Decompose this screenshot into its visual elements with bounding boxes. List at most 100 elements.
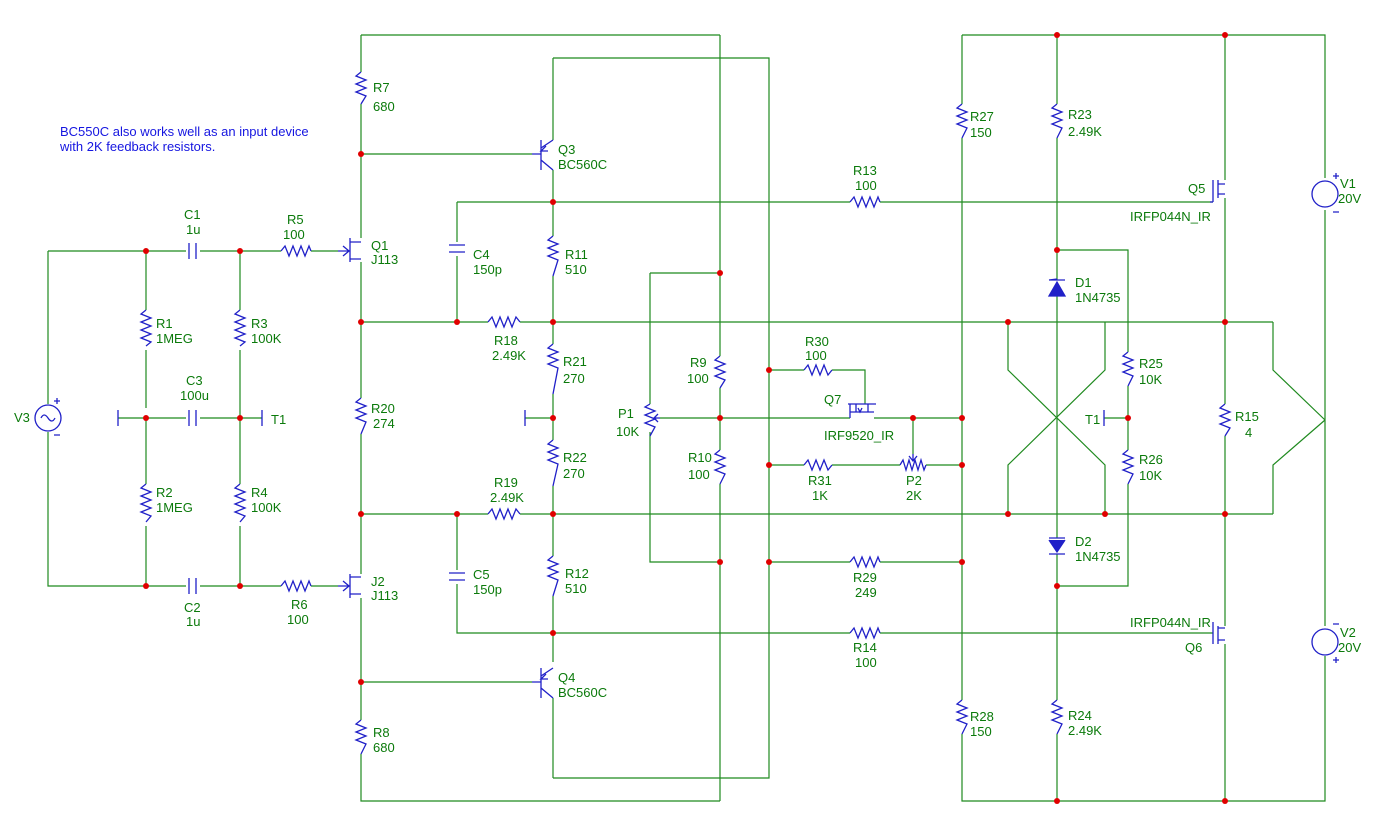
p1-value: 10K bbox=[616, 424, 639, 439]
capacitor-c1-symbol bbox=[188, 243, 197, 259]
junction-dot bbox=[959, 559, 965, 565]
resistor-r10-symbol bbox=[713, 449, 727, 485]
c2-value: 1u bbox=[186, 614, 200, 629]
r10-value: 100 bbox=[688, 467, 710, 482]
r22-ref: R22 bbox=[563, 450, 587, 465]
v2-ref: V2 bbox=[1340, 625, 1356, 640]
capacitor-c5-symbol bbox=[449, 572, 465, 581]
r29-ref: R29 bbox=[853, 570, 877, 585]
potentiometer-p1-wiper bbox=[653, 413, 660, 423]
junction-dot bbox=[1054, 32, 1060, 38]
r23-ref: R23 bbox=[1068, 107, 1092, 122]
r26-ref: R26 bbox=[1139, 452, 1163, 467]
q3-ref: Q3 bbox=[558, 142, 575, 157]
r3-value: 100K bbox=[251, 331, 282, 346]
c1-value: 1u bbox=[186, 222, 200, 237]
r19-ref: R19 bbox=[494, 475, 518, 490]
voltage-source-v1-symbol bbox=[1311, 180, 1339, 208]
r27-ref: R27 bbox=[970, 109, 994, 124]
resistor-r2-symbol bbox=[139, 483, 153, 523]
j2-value: J113 bbox=[371, 588, 398, 603]
d1-value: 1N4735 bbox=[1075, 290, 1121, 305]
resistor-r3-symbol bbox=[233, 309, 247, 347]
resistor-r14-symbol bbox=[849, 626, 881, 640]
q6-value: IRFP044N_IR bbox=[1130, 615, 1211, 630]
c3-ref: C3 bbox=[186, 373, 203, 388]
r3-ref: R3 bbox=[251, 316, 268, 331]
resistor-r29-symbol bbox=[849, 555, 881, 569]
junction-dot bbox=[1054, 583, 1060, 589]
junction-dot bbox=[910, 415, 916, 421]
r8-value: 680 bbox=[373, 740, 395, 755]
junction-dot bbox=[237, 415, 243, 421]
junction-dot bbox=[550, 630, 556, 636]
jfet-q1-symbol bbox=[338, 238, 361, 262]
junctions bbox=[143, 32, 1228, 804]
v1-ref: V1 bbox=[1340, 176, 1356, 191]
junction-dot bbox=[358, 151, 364, 157]
d1-ref: D1 bbox=[1075, 275, 1092, 290]
bjt-q4-symbol bbox=[532, 667, 554, 699]
junction-dot bbox=[717, 559, 723, 565]
junction-dot bbox=[143, 583, 149, 589]
voltage-source-v2-polarity bbox=[1333, 623, 1339, 663]
r25-value: 10K bbox=[1139, 372, 1162, 387]
junction-dot bbox=[358, 679, 364, 685]
r8-ref: R8 bbox=[373, 725, 390, 740]
design-note-line1: BC550C also works well as an input devic… bbox=[60, 124, 309, 139]
resistor-r21-symbol bbox=[546, 343, 560, 395]
c5-ref: C5 bbox=[473, 567, 490, 582]
r6-value: 100 bbox=[287, 612, 309, 627]
junction-dot bbox=[550, 511, 556, 517]
junction-dot bbox=[717, 270, 723, 276]
p2-ref: P2 bbox=[906, 473, 922, 488]
ac-source-v3-polarity bbox=[54, 398, 60, 436]
r31-value: 1K bbox=[812, 488, 828, 503]
resistor-r1-symbol bbox=[139, 309, 153, 347]
potentiometer-p2-symbol bbox=[899, 457, 927, 473]
jfet-j2-arrow bbox=[342, 580, 351, 592]
mosfet-q6-symbol bbox=[1212, 622, 1225, 644]
r20-ref: R20 bbox=[371, 401, 395, 416]
resistor-r27-symbol bbox=[955, 103, 969, 139]
zener-d1-symbol bbox=[1047, 278, 1067, 297]
r5-value: 100 bbox=[283, 227, 305, 242]
r6-ref: R6 bbox=[291, 597, 308, 612]
r31-ref: R31 bbox=[808, 473, 832, 488]
junction-dot bbox=[358, 511, 364, 517]
junction-dot bbox=[766, 462, 772, 468]
r28-value: 150 bbox=[970, 724, 992, 739]
r28-ref: R28 bbox=[970, 709, 994, 724]
design-note-line2: with 2K feedback resistors. bbox=[59, 139, 215, 154]
r18-value: 2.49K bbox=[492, 348, 526, 363]
q5-ref: Q5 bbox=[1188, 181, 1205, 196]
resistor-r15-symbol bbox=[1218, 403, 1232, 437]
junction-dot bbox=[550, 319, 556, 325]
c2-ref: C2 bbox=[184, 600, 201, 615]
resistor-r12-symbol bbox=[546, 555, 560, 597]
component-labels: R1 1MEG R2 1MEG R3 100K R4 100K C1 1u C2… bbox=[14, 80, 1361, 755]
junction-dot bbox=[237, 583, 243, 589]
r29-value: 249 bbox=[855, 585, 877, 600]
mosfet-q7-symbol bbox=[848, 403, 876, 418]
r9-value: 100 bbox=[687, 371, 709, 386]
zener-d2-symbol bbox=[1048, 537, 1066, 555]
junction-dot bbox=[1222, 798, 1228, 804]
resistor-r25-symbol bbox=[1121, 351, 1135, 387]
r11-ref: R11 bbox=[565, 247, 588, 262]
potentiometer-p2-wiper bbox=[908, 454, 918, 463]
q7-value: IRF9520_IR bbox=[824, 428, 894, 443]
voltage-source-v1-polarity bbox=[1333, 173, 1339, 213]
junction-dot bbox=[1222, 319, 1228, 325]
c5-value: 150p bbox=[473, 582, 502, 597]
junction-dot bbox=[959, 415, 965, 421]
capacitor-c2-symbol bbox=[188, 578, 197, 594]
q4-value: BC560C bbox=[558, 685, 607, 700]
junction-dot bbox=[1222, 32, 1228, 38]
c3-value: 100u bbox=[180, 388, 209, 403]
ac-source-v3-wave bbox=[40, 414, 56, 422]
q4-ref: Q4 bbox=[558, 670, 575, 685]
q6-ref: Q6 bbox=[1185, 640, 1202, 655]
r12-value: 510 bbox=[565, 581, 587, 596]
capacitor-c4-symbol bbox=[449, 244, 465, 253]
